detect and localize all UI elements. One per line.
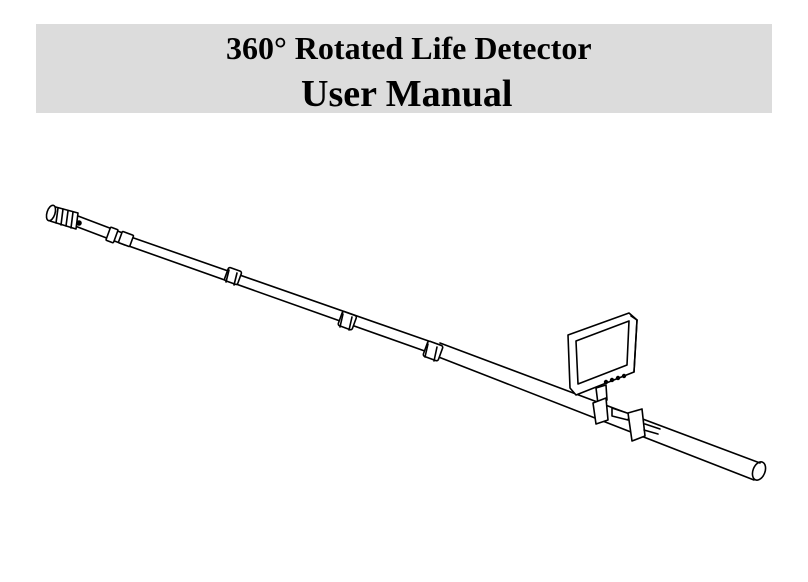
monitor-bracket (593, 385, 630, 424)
monitor-screen (568, 313, 637, 395)
pole-middle-sections (126, 236, 440, 355)
pole-collar (338, 311, 357, 330)
pole-clamp (628, 409, 660, 441)
camera-head (45, 204, 81, 229)
pole-collar (106, 227, 134, 247)
